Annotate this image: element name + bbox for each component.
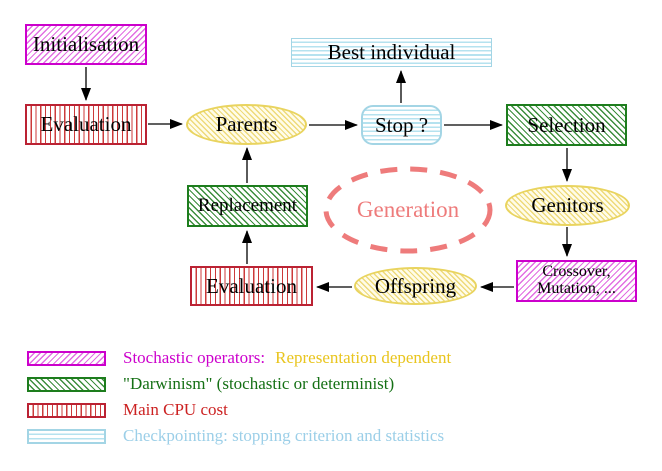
node-crossover-mutation: Crossover, Mutation, ...	[516, 260, 637, 302]
legend-row-darwinism: "Darwinism" (stochastic or determinist)	[27, 371, 451, 397]
node-genitors: Genitors	[505, 185, 630, 226]
legend: Stochastic operators: Representation depe…	[27, 345, 451, 449]
legend-swatch-red-stripes	[27, 402, 106, 418]
crossover-line2: Mutation, ...	[537, 280, 616, 297]
legend-label-stochastic: Stochastic operators:	[123, 348, 266, 367]
legend-row-checkpointing: Checkpointing: stopping criterion and st…	[27, 423, 451, 449]
node-offspring: Offspring	[354, 267, 477, 305]
node-parents: Parents	[186, 104, 307, 145]
legend-swatch-cyan-stripes	[27, 428, 106, 444]
node-stop: Stop ?	[361, 105, 442, 145]
legend-swatch-magenta-hatch	[27, 350, 106, 366]
node-evaluation-top: Evaluation	[25, 104, 147, 145]
node-selection: Selection	[506, 104, 627, 146]
legend-label-checkpointing: Checkpointing: stopping criterion and st…	[123, 426, 445, 445]
legend-label-cpu-cost: Main CPU cost	[123, 400, 228, 419]
node-evaluation-bottom: Evaluation	[190, 266, 313, 306]
generation-label: Generation	[356, 197, 460, 222]
legend-swatch-green-hatch	[27, 376, 106, 392]
legend-row-cpu-cost: Main CPU cost	[27, 397, 451, 423]
crossover-line1: Crossover,	[542, 263, 611, 281]
legend-row-stochastic-operators: Stochastic operators: Representation depe…	[27, 345, 451, 371]
legend-label-representation: Representation dependent	[275, 348, 452, 367]
node-initialisation: Initialisation	[25, 24, 147, 65]
node-best-individual: Best individual	[291, 38, 492, 67]
legend-label-darwinism: "Darwinism" (stochastic or determinist)	[123, 374, 395, 393]
node-replacement: Replacement	[187, 185, 308, 227]
